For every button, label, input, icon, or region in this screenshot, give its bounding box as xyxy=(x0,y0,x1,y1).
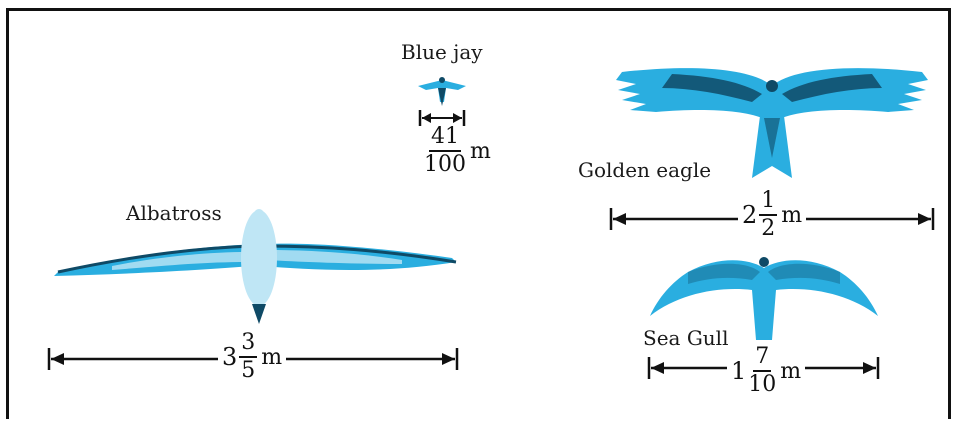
blue-jay-unit: m xyxy=(470,139,491,164)
golden-eagle-wingspan: 2 1 2 m xyxy=(738,190,806,240)
sea-gull-denominator: 10 xyxy=(748,372,776,396)
golden-eagle-unit: m xyxy=(781,203,802,228)
golden-eagle-whole: 2 xyxy=(742,201,757,229)
blue-jay-numerator: 41 xyxy=(429,126,461,152)
sea-gull-label: Sea Gull xyxy=(643,326,728,350)
albatross-illustration xyxy=(52,208,462,326)
golden-eagle-label: Golden eagle xyxy=(578,158,711,182)
blue-jay-wingspan: 41 100 m xyxy=(418,126,495,176)
albatross-unit: m xyxy=(261,345,282,370)
albatross-numerator: 3 xyxy=(239,332,257,358)
blue-jay-illustration xyxy=(412,68,472,110)
sea-gull-whole: 1 xyxy=(731,357,746,385)
sea-gull-numerator: 7 xyxy=(753,346,771,372)
albatross-denominator: 5 xyxy=(241,358,255,382)
albatross-wingspan: 3 3 5 m xyxy=(218,332,286,382)
albatross-whole: 3 xyxy=(222,343,237,371)
sea-gull-wingspan: 1 7 10 m xyxy=(727,346,805,396)
golden-eagle-numerator: 1 xyxy=(759,190,777,216)
blue-jay-denominator: 100 xyxy=(424,152,466,176)
blue-jay-label: Blue jay xyxy=(401,40,483,64)
golden-eagle-denominator: 2 xyxy=(761,216,775,240)
sea-gull-unit: m xyxy=(780,359,801,384)
